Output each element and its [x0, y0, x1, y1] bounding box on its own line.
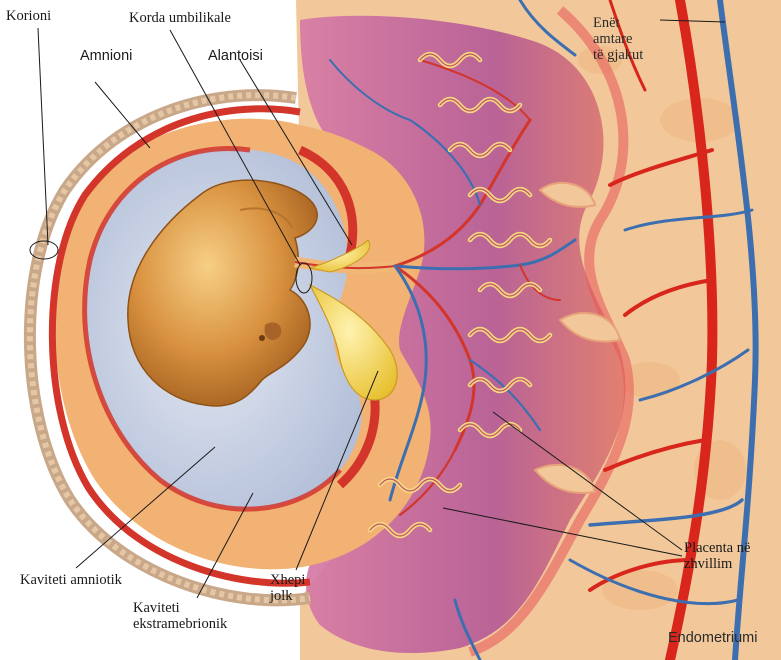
- label-yolk-sac: Xhepi jolk: [270, 572, 305, 604]
- label-developing-placenta-line2: zhvillim: [684, 556, 750, 572]
- label-yolk-sac-line1: Xhepi: [270, 572, 305, 588]
- label-extraembryonic-cavity: Kaviteti ekstramebrionik: [133, 600, 227, 632]
- label-chorion: Korioni: [6, 8, 51, 24]
- label-maternal-blood-vessels-line2: amtare: [593, 31, 643, 47]
- label-amniotic-cavity: Kaviteti amniotik: [20, 572, 122, 588]
- label-umbilical-cord: Korda umbilikale: [129, 10, 231, 26]
- label-yolk-sac-line2: jolk: [270, 588, 305, 604]
- label-developing-placenta: Placenta në zhvillim: [684, 540, 750, 572]
- label-endometrium: Endometriumi: [668, 630, 757, 646]
- label-maternal-blood-vessels-line1: Enët: [593, 15, 643, 31]
- label-amnion: Amnioni: [80, 48, 132, 64]
- label-maternal-blood-vessels-line3: të gjakut: [593, 47, 643, 63]
- label-maternal-blood-vessels: Enët amtare të gjakut: [593, 15, 643, 64]
- label-extraembryonic-cavity-line1: Kaviteti: [133, 600, 227, 616]
- label-extraembryonic-cavity-line2: ekstramebrionik: [133, 616, 227, 632]
- leader-chorion: [38, 28, 48, 245]
- label-developing-placenta-line1: Placenta në: [684, 540, 750, 556]
- label-allantois: Alantoisi: [208, 48, 263, 64]
